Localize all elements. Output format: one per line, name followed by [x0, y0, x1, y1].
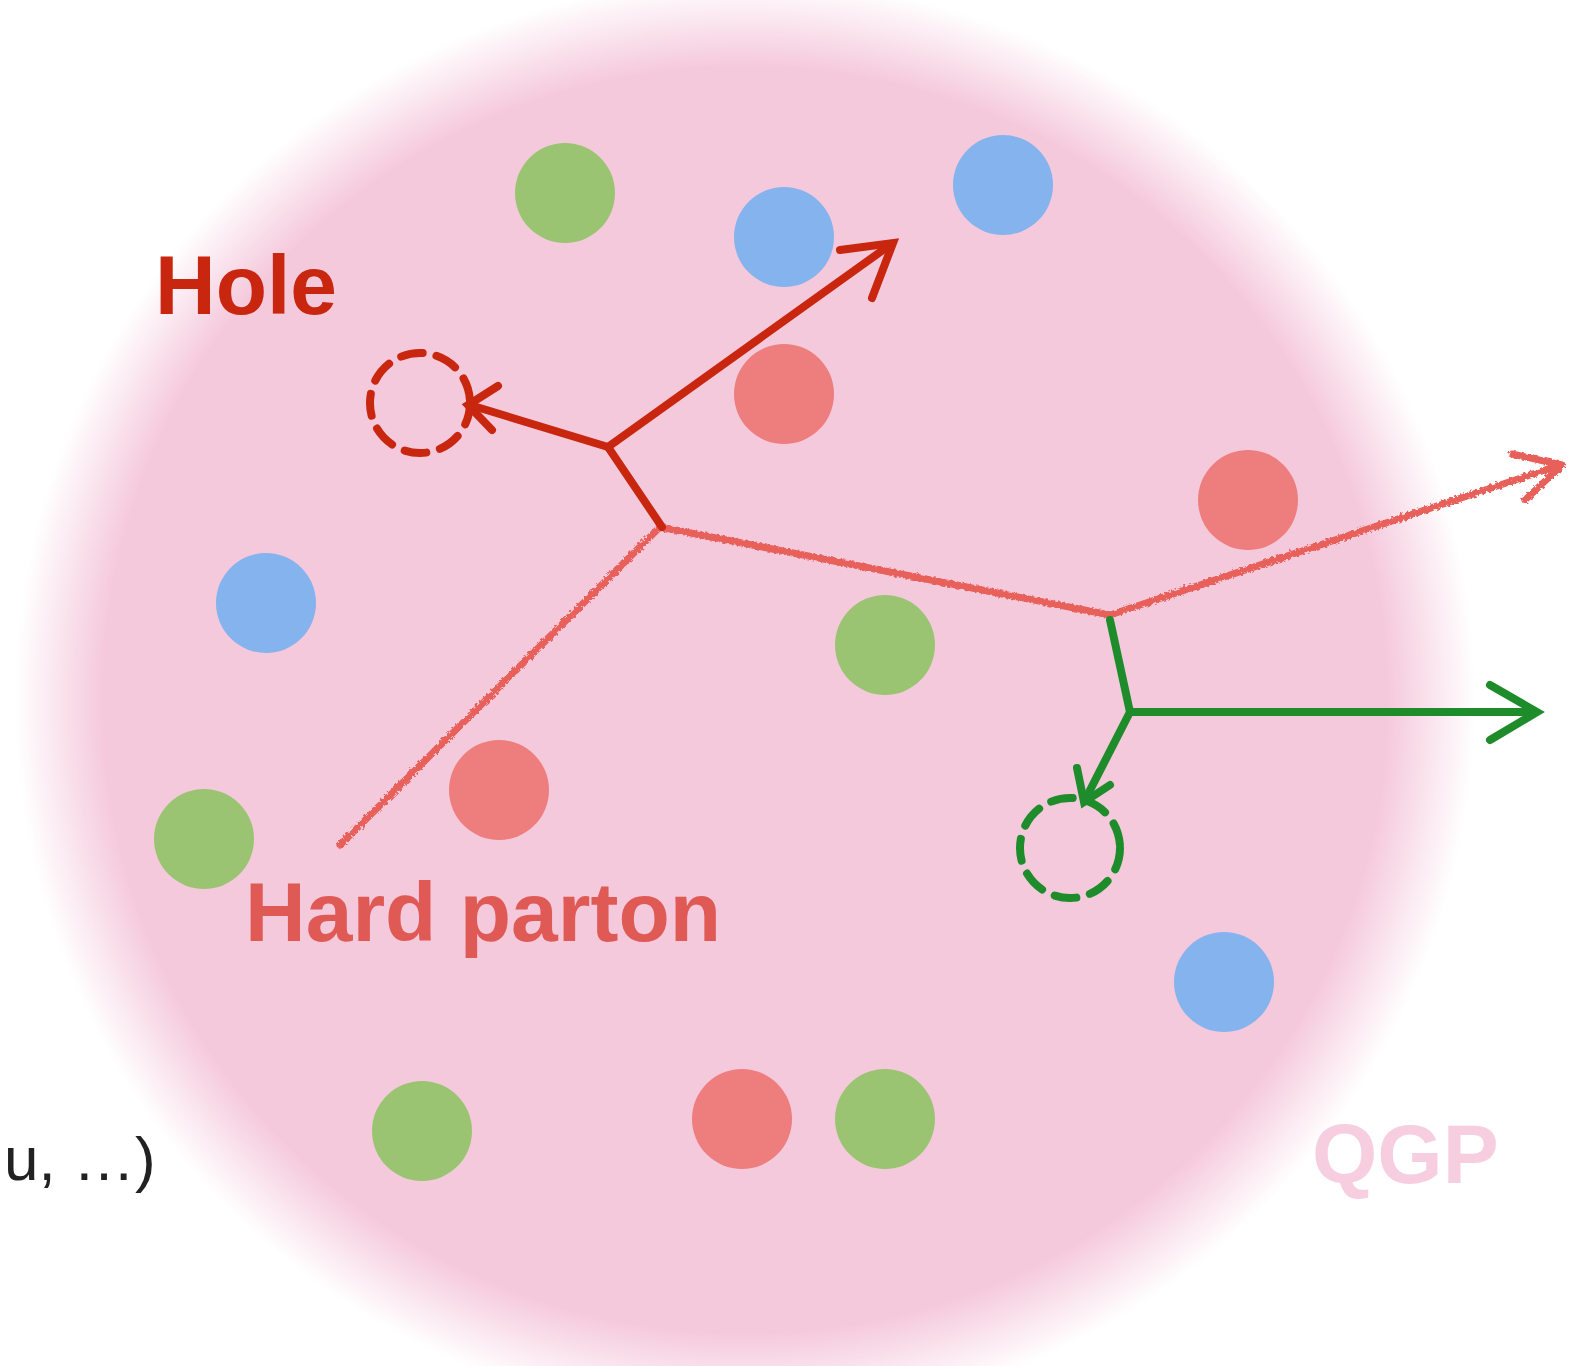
qgp-label: QGP [1312, 1112, 1499, 1196]
green-recoil [1020, 620, 1537, 898]
red-recoil [370, 243, 893, 527]
hard-parton-label: Hard parton [245, 870, 721, 954]
hole-label: Hole [155, 243, 337, 327]
qgp-blob [15, 0, 1475, 1366]
medium-particles [154, 135, 1298, 1181]
hard-parton-path [340, 454, 1562, 845]
formula-fragment: u, …) [4, 1128, 156, 1190]
